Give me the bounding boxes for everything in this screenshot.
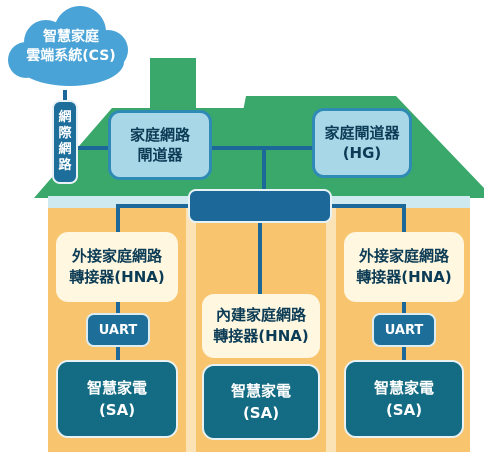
connector-hub-left-horizontal — [116, 204, 190, 208]
cloud-system-label: 智慧家庭 雲端系統(CS) — [16, 28, 126, 66]
left-sa-line1: 智慧家電 — [86, 379, 147, 397]
center-sa-line2: (SA) — [242, 404, 280, 422]
center-hna-line2: 轉接器(HNA) — [213, 327, 309, 345]
internet-char: 網 — [58, 142, 72, 157]
house-wall-gap-left — [186, 198, 196, 452]
house-wall-gap-right — [326, 198, 336, 452]
connector-left-uart-sa — [116, 346, 120, 362]
left-hna-line1: 外接家庭網路 — [71, 247, 162, 265]
connector-left-hna-uart — [116, 300, 120, 314]
connector-cloud-to-internet — [63, 90, 67, 102]
internet-bar: 網 際 網 路 — [52, 100, 78, 184]
home-network-gateway-line2: 閘道器 — [137, 146, 183, 164]
right-sa-line2: (SA) — [385, 401, 423, 419]
center-smart-appliance: 智慧家電 (SA) — [202, 364, 320, 440]
connector-right-hna-uart — [402, 300, 406, 314]
home-gateway-line1: 家庭閘道器 — [324, 124, 400, 142]
connector-right-uart-sa — [402, 346, 406, 362]
left-hna-line2: 轉接器(HNA) — [69, 268, 165, 286]
center-hna: 內建家庭網路 轉接器(HNA) — [202, 294, 320, 358]
right-hna-line2: 轉接器(HNA) — [356, 268, 452, 286]
internet-char: 際 — [58, 126, 72, 141]
connector-hg-to-hub-vertical — [262, 146, 266, 192]
connector-hub-center-vertical — [258, 222, 262, 296]
home-gateway: 家庭閘道器 (HG) — [312, 108, 412, 178]
connector-hub-right-horizontal — [330, 204, 406, 208]
left-uart: UART — [86, 313, 150, 347]
chimney — [150, 58, 196, 108]
connector-internet-to-gateway — [78, 146, 110, 150]
center-sa-line1: 智慧家電 — [230, 382, 291, 400]
right-hna-line1: 外接家庭網路 — [358, 247, 449, 265]
left-smart-appliance: 智慧家電 (SA) — [56, 360, 178, 438]
home-network-gateway-line1: 家庭網路 — [129, 126, 190, 144]
connector-hub-left-vertical — [116, 204, 120, 234]
left-sa-line2: (SA) — [98, 401, 136, 419]
network-hub — [188, 189, 332, 223]
internet-char: 路 — [58, 158, 72, 173]
cloud-label-line1: 智慧家庭 — [43, 29, 99, 45]
internet-char: 網 — [58, 110, 72, 125]
left-hna: 外接家庭網路 轉接器(HNA) — [56, 232, 178, 302]
cloud-icon — [8, 6, 128, 86]
cloud-label-line2: 雲端系統(CS) — [26, 48, 116, 64]
connector-hub-right-vertical — [402, 204, 406, 234]
home-gateway-line2: (HG) — [342, 144, 382, 162]
center-hna-line1: 內建家庭網路 — [215, 306, 306, 324]
right-smart-appliance: 智慧家電 (SA) — [344, 360, 464, 438]
right-sa-line1: 智慧家電 — [373, 379, 434, 397]
right-uart: UART — [372, 313, 436, 347]
home-network-gateway: 家庭網路 閘道器 — [108, 110, 212, 180]
right-hna: 外接家庭網路 轉接器(HNA) — [344, 232, 464, 302]
